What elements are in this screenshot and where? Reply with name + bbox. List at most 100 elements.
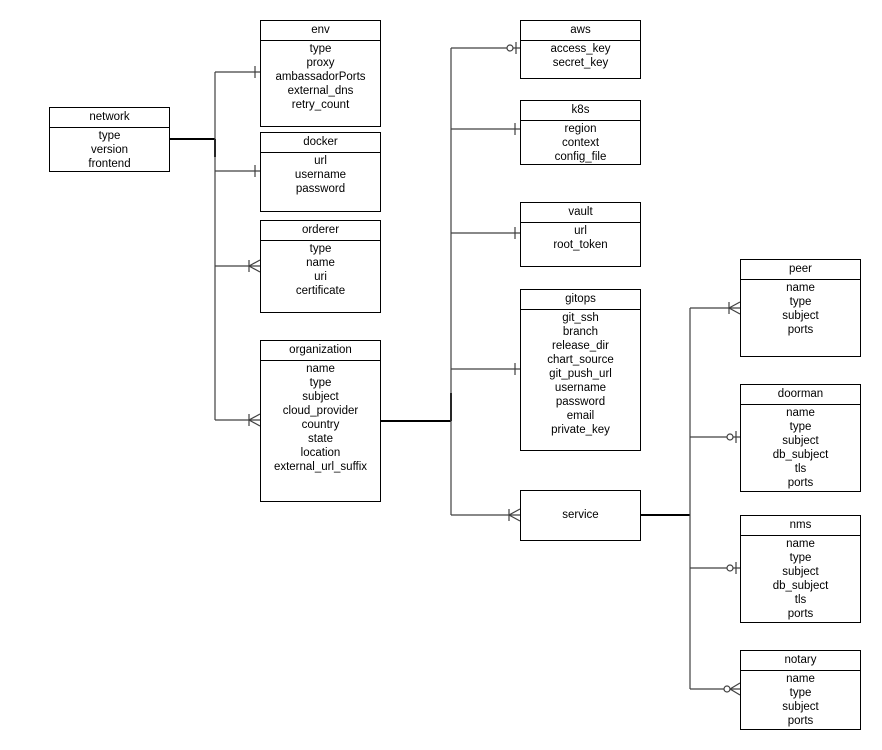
entity-doorman-attr-name: name [786,407,815,419]
marker-zero-or-one-doorman-ring [726,433,734,441]
entity-network-title: network [50,108,169,128]
entity-peer-attr-subject: subject [782,310,819,322]
entity-orderer-attr-type: type [309,243,332,255]
entity-orderer-attr-name: name [306,257,335,269]
entity-aws-title: aws [521,21,640,41]
entity-orderer-attributes: type name uri certificate [261,241,380,298]
marker-zero-or-one-aws-ring [506,44,514,52]
entity-organization[interactable]: organization name type subject cloud_provid… [260,340,381,502]
entity-notary-attr-ports: ports [787,715,814,727]
entity-doorman-attr-ports: ports [787,477,814,489]
entity-organization-attr-subject: subject [302,391,339,403]
entity-gitops-attr-private-key: private_key [551,424,610,436]
entity-organization-attr-country: country [301,419,340,431]
entity-gitops-attr-branch: branch [562,326,599,338]
entity-gitops-attr-git-ssh: git_ssh [562,312,599,324]
entity-organization-attr-state: state [308,433,333,445]
entity-k8s-title: k8s [521,101,640,121]
entity-orderer-title: orderer [261,221,380,241]
entity-notary-attr-subject: subject [782,701,819,713]
entity-env-title: env [261,21,380,41]
entity-vault-attr-url: url [574,225,587,237]
entity-nms-attr-subject: subject [782,566,819,578]
entity-k8s-attr-config-file: config_file [554,151,607,163]
entity-nms-attr-db-subject: db_subject [772,580,829,592]
entity-env-attr-retry-count: retry_count [291,99,350,111]
entity-peer-title: peer [741,260,860,280]
entity-nms-title: nms [741,516,860,536]
marker-one-or-many-orderer-crow-a [248,259,261,267]
marker-one-or-many-service-crow-a [508,508,521,516]
entity-gitops-attr-chart-source: chart_source [547,354,614,366]
entity-docker-attr-password: password [295,183,346,195]
marker-one-or-many-organization-crow-b [248,419,261,427]
entity-gitops-title: gitops [521,290,640,310]
entity-notary-title: notary [741,651,860,671]
entity-nms-attr-ports: ports [787,608,814,620]
entity-doorman-attr-type: type [789,421,812,433]
entity-peer-attributes: name type subject ports [741,280,860,337]
entity-organization-attr-location: location [300,447,341,459]
entity-gitops-attr-release-dir: release_dir [552,340,609,352]
marker-zero-or-many-notary-crow-a [729,682,741,690]
entity-peer[interactable]: peer name type subject ports [740,259,861,357]
marker-zero-or-many-notary-ring [723,685,731,693]
entity-gitops-attr-password: password [555,396,606,408]
entity-network[interactable]: network type version frontend [49,107,170,172]
entity-organization-attr-name: name [306,363,335,375]
entity-docker-attr-url: url [314,155,327,167]
entity-organization-attr-cloud-provider: cloud_provider [282,405,359,417]
entity-env-attr-external-dns: external_dns [287,85,354,97]
entity-vault-title: vault [521,203,640,223]
entity-peer-attr-name: name [786,282,815,294]
entity-organization-attr-external-url-suffix: external_url_suffix [273,461,368,473]
marker-one-or-many-organization-crow-a [248,413,261,421]
entity-service-title: service [562,509,599,521]
marker-zero-or-one-nms-ring [726,564,734,572]
entity-nms-attr-name: name [786,538,815,550]
marker-one-or-many-service-crow-b [508,514,521,522]
entity-network-attr-version: version [90,144,129,156]
entity-orderer[interactable]: orderer type name uri certificate [260,220,381,313]
entity-aws[interactable]: aws access_key secret_key [520,20,641,79]
marker-one-or-many-orderer-crow-b [248,265,261,273]
entity-organization-title: organization [261,341,380,361]
entity-gitops-attr-git-push-url: git_push_url [549,368,612,380]
entity-network-attributes: type version frontend [50,128,169,171]
entity-network-attr-type: type [98,130,121,142]
marker-one-or-many-peer-crow-a [728,301,741,309]
entity-peer-attr-type: type [789,296,812,308]
entity-orderer-attr-certificate: certificate [295,285,346,297]
entity-env-attr-ambassadorports: ambassadorPorts [275,71,366,83]
entity-docker-attributes: url username password [261,153,380,196]
entity-doorman-attr-db-subject: db_subject [772,449,829,461]
entity-gitops-attr-username: username [554,382,607,394]
entity-organization-attr-type: type [309,377,332,389]
entity-notary-attr-type: type [789,687,812,699]
entity-nms-attr-tls: tls [794,594,807,606]
entity-peer-attr-ports: ports [787,324,814,336]
entity-orderer-attr-uri: uri [314,271,327,283]
entity-docker-attr-username: username [294,169,347,181]
entity-service[interactable]: service [520,490,641,541]
entity-doorman-attr-subject: subject [782,435,819,447]
entity-aws-attr-secret-key: secret_key [552,57,609,69]
entity-network-attr-frontend: frontend [88,158,131,170]
entity-aws-attr-access-key: access_key [550,43,611,55]
